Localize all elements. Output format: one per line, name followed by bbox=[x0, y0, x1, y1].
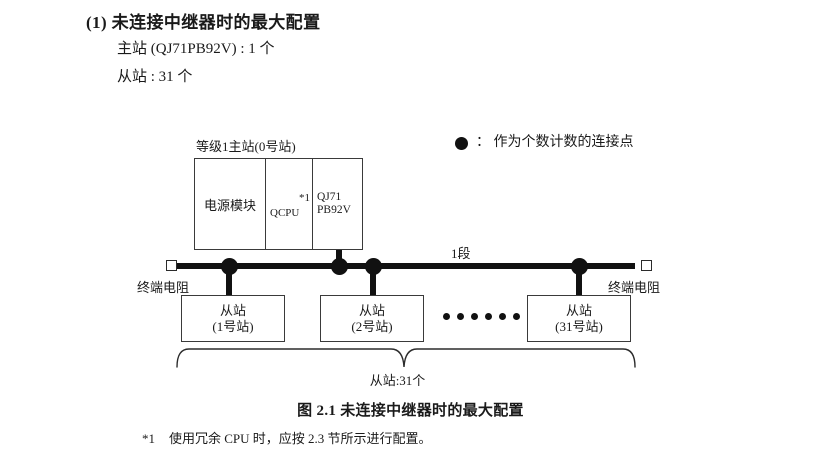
legend: ： 作为个数计数的连接点 bbox=[455, 136, 634, 150]
ellipsis-dot bbox=[499, 313, 506, 320]
terminator-left-icon bbox=[166, 260, 177, 271]
segment-label: 1段 bbox=[451, 246, 471, 261]
profibus-module-label-line1: QJ71 bbox=[317, 191, 342, 203]
cpu-module-label: QCPU bbox=[270, 207, 300, 219]
cpu-footnote-marker: *1 bbox=[299, 192, 310, 204]
slave-box-1-line1: 从站 bbox=[219, 302, 246, 318]
ellipsis-dot bbox=[457, 313, 464, 320]
slave-span-label-wrap: 从站:31个 bbox=[0, 370, 821, 389]
slave-box-2-line2: (2号站) bbox=[351, 318, 393, 334]
profibus-module-cell: QJ71 PB92V bbox=[313, 159, 362, 249]
profibus-module-label: QJ71 PB92V bbox=[317, 191, 351, 217]
slave-box-2-line1: 从站 bbox=[358, 302, 385, 318]
slave-span-brace bbox=[176, 348, 636, 368]
slave-box-31-line1: 从站 bbox=[565, 302, 592, 318]
ellipsis-dots bbox=[443, 313, 520, 320]
legend-label: ： 作为个数计数的连接点 bbox=[476, 135, 634, 150]
profibus-module-label-line2: PB92V bbox=[317, 204, 351, 216]
master-module-assembly: 电源模块 QCPU *1 QJ71 PB92V bbox=[194, 158, 363, 250]
cpu-module-cell: QCPU *1 bbox=[266, 159, 313, 249]
slave-count-line: 从站 : 31 个 bbox=[117, 69, 193, 85]
ellipsis-dot bbox=[485, 313, 492, 320]
footnote-text: 使用冗余 CPU 时，应按 2.3 节所示进行配置。 bbox=[169, 431, 432, 446]
slave-span-label: 从站:31个 bbox=[369, 373, 426, 388]
section-title: (1) 未连接中继器时的最大配置 bbox=[86, 13, 321, 32]
terminator-right-label: 终端电阻 bbox=[608, 280, 661, 295]
ellipsis-dot bbox=[443, 313, 450, 320]
footnote: *1 使用冗余 CPU 时，应按 2.3 节所示进行配置。 bbox=[142, 428, 432, 447]
slave1-drop-line bbox=[226, 266, 232, 296]
terminator-left-label: 终端电阻 bbox=[137, 280, 190, 295]
slave-station-box-1: 从站 (1号站) bbox=[181, 295, 285, 342]
bus-line bbox=[172, 263, 635, 269]
power-module-cell: 电源模块 bbox=[195, 159, 266, 249]
terminator-right-icon bbox=[641, 260, 652, 271]
slave-box-1-line2: (1号站) bbox=[212, 318, 254, 334]
figure-caption: 图 2.1 未连接中继器时的最大配置 bbox=[297, 403, 524, 419]
connection-point-master bbox=[331, 258, 348, 275]
filled-circle-icon bbox=[455, 136, 468, 150]
master-station-label: 等级1主站(0号站) bbox=[196, 139, 296, 154]
ellipsis-dot bbox=[471, 313, 478, 320]
slave-station-box-2: 从站 (2号站) bbox=[320, 295, 424, 342]
ellipsis-dot bbox=[513, 313, 520, 320]
slave2-drop-line bbox=[370, 266, 376, 296]
slave-box-31-line2: (31号站) bbox=[555, 318, 603, 334]
footnote-marker: *1 bbox=[142, 431, 155, 446]
slave-station-box-31: 从站 (31号站) bbox=[527, 295, 631, 342]
master-count-line: 主站 (QJ71PB92V) : 1 个 bbox=[117, 41, 275, 57]
slave31-drop-line bbox=[576, 266, 582, 296]
